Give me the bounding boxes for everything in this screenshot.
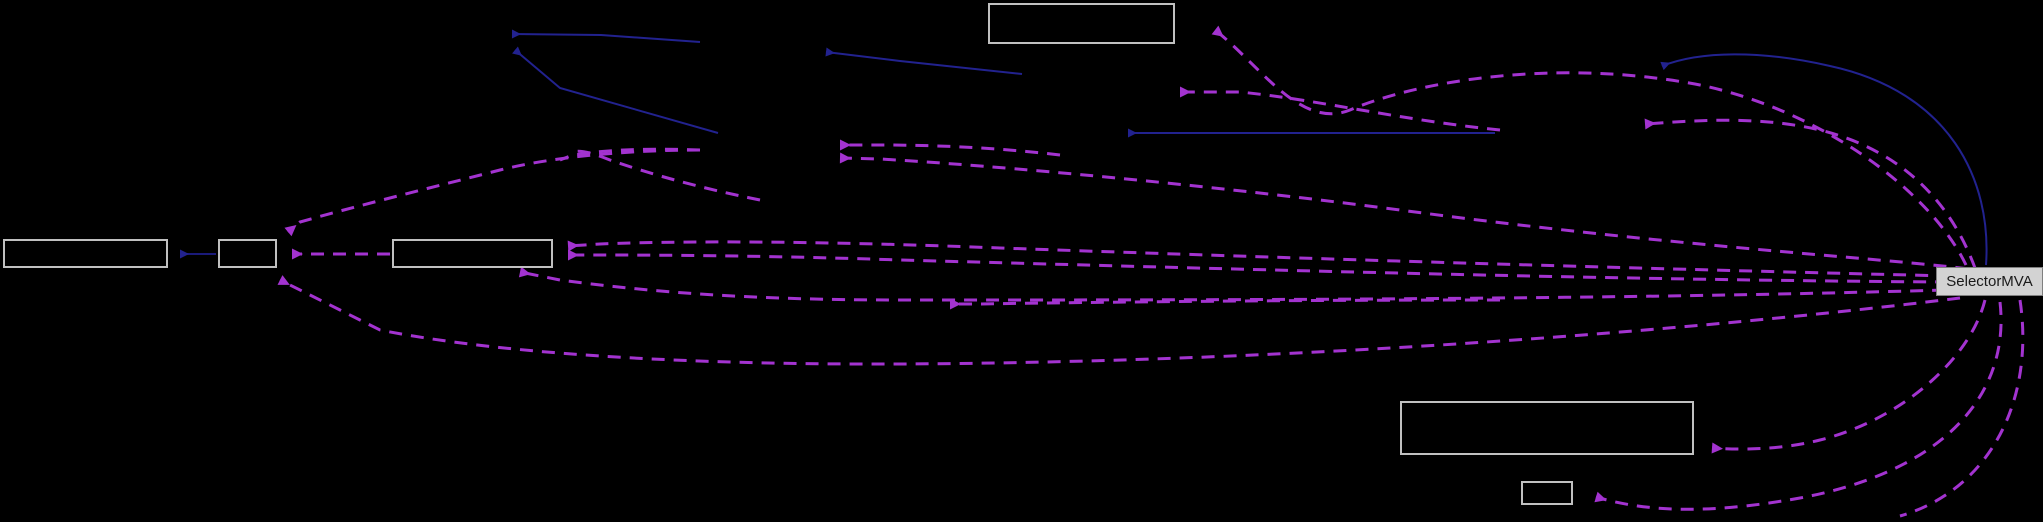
edge-solid-5: [1660, 53, 1988, 266]
graph-node-selectormva-label: SelectorMVA: [1946, 273, 2033, 290]
dashed-edges-group: [277, 25, 2025, 518]
solid-edges-group: [180, 29, 1988, 266]
edge-dashed-1: [1211, 25, 1968, 266]
edge-dashed-7: [284, 148, 701, 237]
edge-solid-3: [825, 47, 1023, 75]
edge-dashed-17: [1899, 299, 2025, 518]
edge-dashed-2: [1180, 86, 1501, 132]
graph-node-5[interactable]: [1400, 401, 1694, 455]
edge-solid-1: [511, 29, 701, 43]
graph-node-2[interactable]: [218, 239, 277, 268]
edge-dashed-3: [1644, 118, 1977, 269]
graph-node-selectormva[interactable]: SelectorMVA: [1936, 267, 2043, 296]
edge-solid-2: [512, 46, 719, 134]
graph-node-6[interactable]: [1521, 481, 1573, 505]
graph-node-3[interactable]: [392, 239, 553, 268]
edge-dashed-4: [840, 139, 1061, 157]
edge-dashed-5: [839, 152, 1991, 274]
edge-dashed-16: [1594, 301, 2003, 511]
graph-node-4[interactable]: [988, 3, 1175, 44]
graph-node-1[interactable]: [3, 239, 168, 268]
edge-dashed-12: [518, 266, 1946, 302]
edge-dashed-14: [277, 275, 1961, 366]
edge-dashed-8: [571, 149, 761, 202]
edge-dashed-10: [568, 249, 1949, 284]
edge-dashed-15: [1711, 299, 1987, 454]
edge-dashed-9: [567, 240, 1951, 278]
